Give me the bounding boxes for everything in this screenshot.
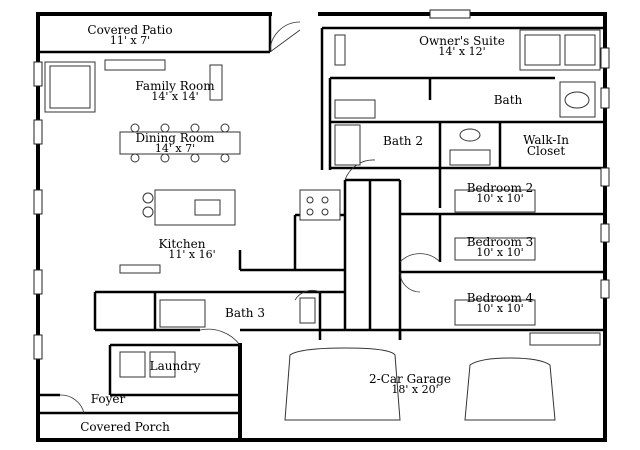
family-room-dim: 14' x 14' [151,90,198,103]
bath-2-label: Bath 2 [383,134,423,148]
bath-3-label: Bath 3 [225,306,265,320]
windows [33,9,610,360]
dining-room-dim: 14' x 7' [155,142,195,155]
covered-patio-dim: 11' x 7' [110,34,150,47]
dining-room-label: Dining Room [135,131,215,145]
walk-in-closet-label-1: Walk-In [523,133,569,147]
laundry-label: Laundry [150,359,201,373]
walk-in-closet-label-2: Closet [527,144,566,158]
bedroom-4-label: Bedroom 4 [467,291,534,305]
fixtures [44,29,601,421]
interior-walls [38,14,605,415]
bedroom-2-label: Bedroom 2 [467,181,534,195]
bedroom-2-dim: 10' x 10' [476,192,523,205]
covered-patio-label: Covered Patio [87,23,172,37]
bedroom-3-dim: 10' x 10' [476,246,523,259]
garage-dim: 18' x 20' [391,383,438,396]
covered-porch-label: Covered Porch [80,420,170,434]
owners-suite-dim: 14' x 12' [438,45,485,58]
family-room-label: Family Room [135,79,215,93]
foyer-label: Foyer [91,392,126,406]
owners-suite-label: Owner's Suite [419,34,505,48]
room-labels: Covered Patio 11' x 7' Owner's Suite 14'… [80,23,569,434]
bath-label: Bath [494,93,523,107]
garage-label: 2-Car Garage [369,372,451,386]
bedroom-4-dim: 10' x 10' [476,302,523,315]
bedroom-3-label: Bedroom 3 [467,235,534,249]
kitchen-label: Kitchen [159,237,206,251]
kitchen-dim: 11' x 16' [168,248,215,261]
